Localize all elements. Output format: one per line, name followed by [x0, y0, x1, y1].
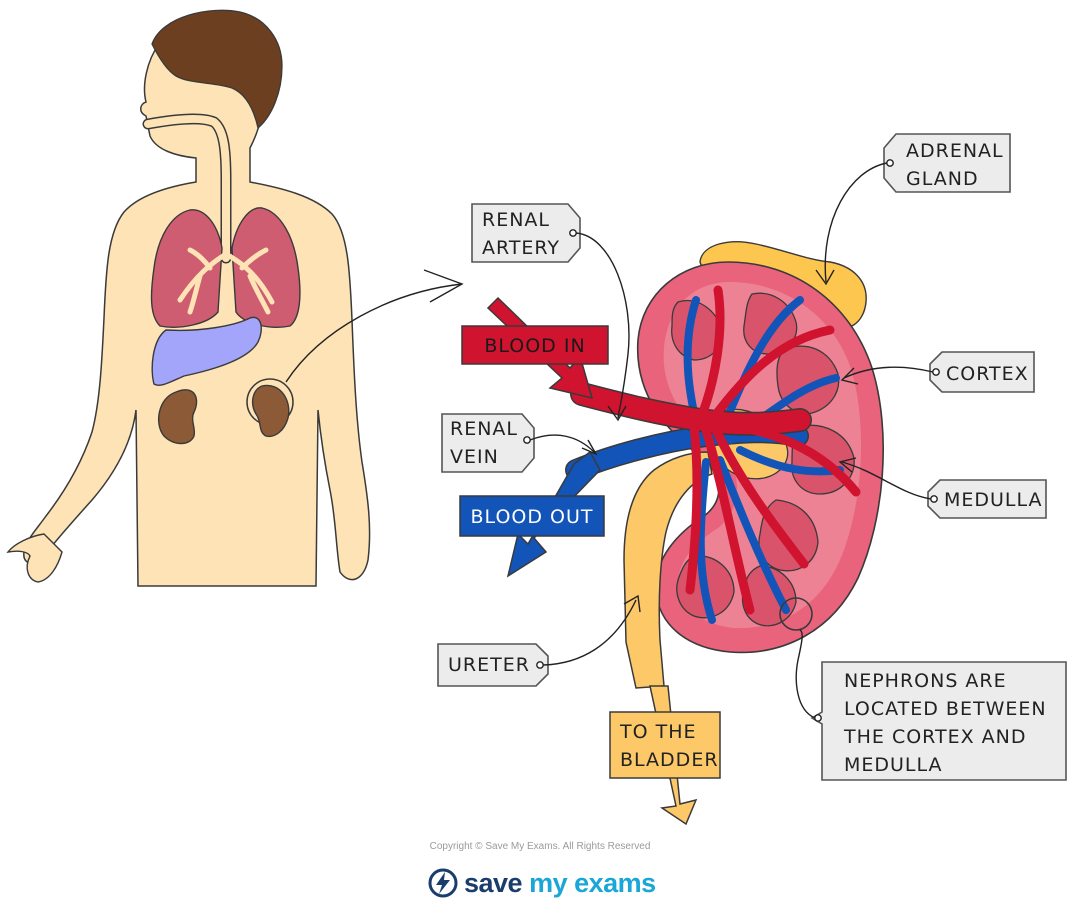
label-adrenal-gland: ADRENAL GLAND [815, 133, 1011, 286]
nephrons-line-1: NEPHRONS ARE [844, 670, 1007, 692]
label-renal-vein: RENAL VEIN [441, 413, 598, 473]
label-blood-out: BLOOD OUT [459, 495, 605, 537]
brand-word-save: save [464, 867, 523, 898]
renal-artery [570, 285, 861, 615]
renal-vein-line-2: VEIN [450, 446, 499, 468]
trachea-core [144, 114, 230, 262]
kidney-detail [565, 241, 884, 826]
label-medulla: MEDULLA [838, 457, 1047, 519]
kidney-left-small [157, 389, 198, 445]
kidney-right-small [251, 384, 290, 438]
renal-vein-line-1: RENAL [450, 418, 518, 440]
renal-artery-line-2: ARTERY [482, 237, 560, 259]
hair [151, 9, 283, 130]
lung-left [150, 209, 223, 328]
bladder-line-1: TO THE [619, 721, 697, 743]
copyright-notice: Copyright © Save My Exams. All Rights Re… [429, 841, 651, 852]
brand-word-my-exams: my exams [529, 867, 656, 898]
zoom-arrow-head [423, 269, 464, 303]
ureter-text: URETER [448, 654, 530, 676]
label-renal-artery: RENAL ARTERY [471, 203, 630, 422]
medulla-text: MEDULLA [944, 489, 1043, 511]
nephrons-line-2: LOCATED BETWEEN [844, 698, 1047, 720]
zoom-arrow [285, 283, 463, 383]
label-ureter: URETER [437, 594, 641, 687]
nephrons-line-4: MEDULLA [844, 754, 943, 776]
cortex-text: CORTEX [946, 363, 1029, 385]
nephrons-line-3: THE CORTEX AND [843, 726, 1027, 748]
bronchi [177, 247, 275, 315]
blood-in-text: BLOOD IN [484, 335, 585, 357]
brand-wordmark: save my exams [464, 868, 656, 899]
lightning-bolt-icon [428, 868, 458, 898]
liver [151, 316, 262, 386]
hand-left [6, 533, 63, 583]
label-nephrons-note: NEPHRONS ARE LOCATED BETWEEN THE CORTEX … [795, 629, 1067, 781]
label-blood-in: BLOOD IN [461, 325, 609, 365]
nephron-region-ring [779, 597, 813, 631]
blood-out-text: BLOOD OUT [471, 506, 594, 528]
adrenal-label-line-1: ADRENAL [906, 140, 1004, 162]
label-cortex: CORTEX [840, 351, 1035, 393]
renal-artery-line-1: RENAL [482, 209, 550, 231]
human-body [6, 9, 371, 587]
brand-logo[interactable]: save my exams [428, 866, 656, 900]
lung-right [231, 207, 301, 328]
bladder-line-2: BLADDER [620, 749, 719, 771]
label-to-the-bladder: TO THE BLADDER [609, 711, 721, 779]
adrenal-label-line-2: GLAND [906, 168, 979, 190]
